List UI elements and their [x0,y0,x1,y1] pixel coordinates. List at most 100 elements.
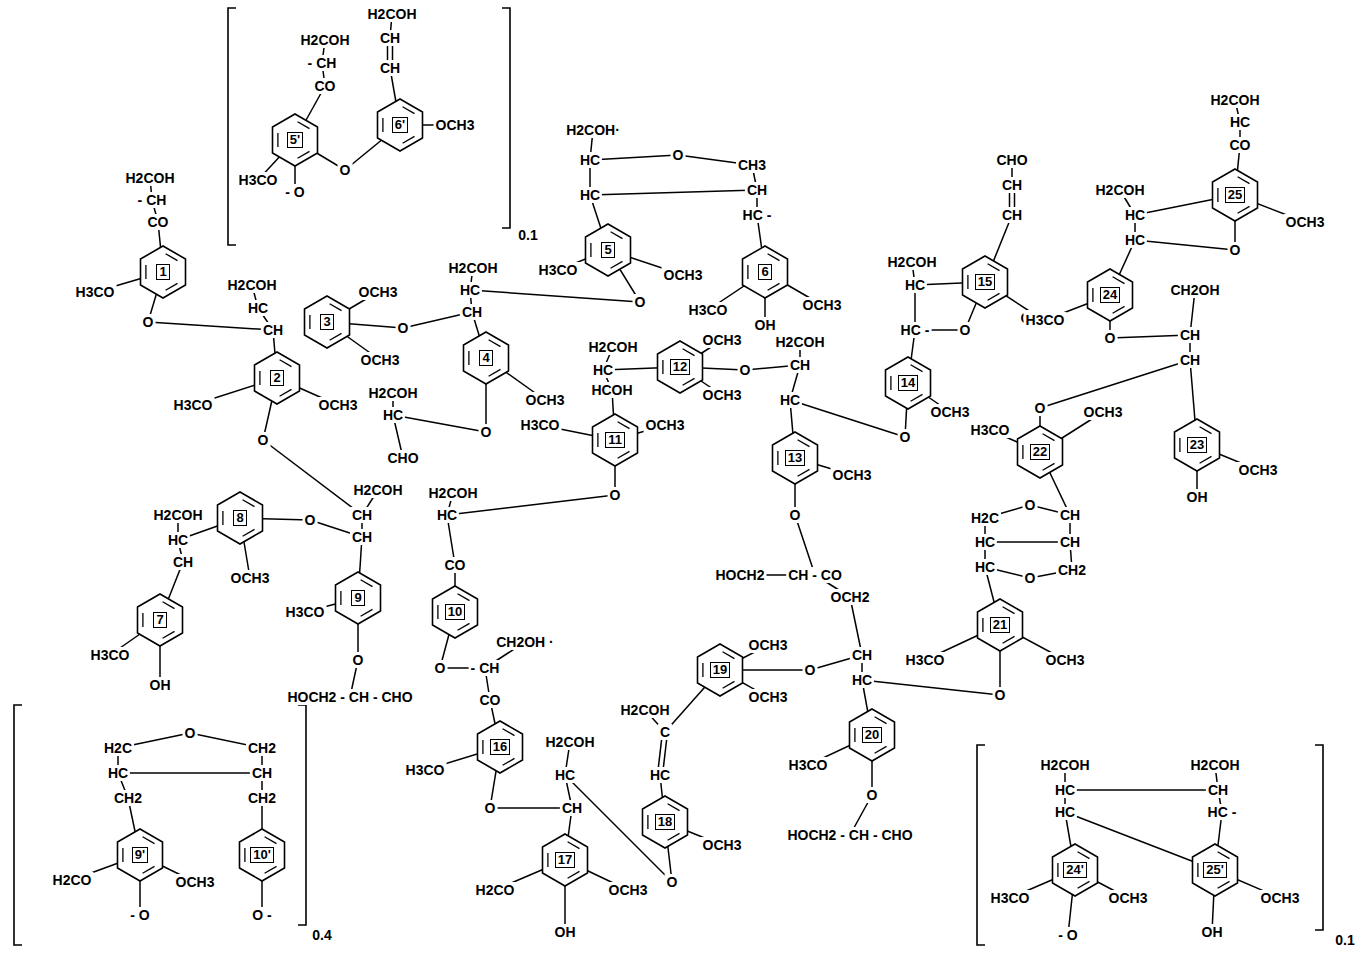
atom-label: H2COH [618,702,671,718]
atom-label: O [1033,400,1048,416]
ring-number: 14 [898,375,918,391]
atom-label: CO [478,692,503,708]
atom-label: H3CO [989,890,1032,906]
atom-label: OCH3 [662,267,705,283]
atom-label: OCH3 [607,882,650,898]
atom-label: HC [973,534,997,550]
atom-label: HC [246,300,270,316]
ring-node: 4 [461,330,511,386]
ring-node: 7 [135,592,185,648]
ring-number: 1 [156,264,169,280]
ring-node: 17 [540,832,590,888]
atom-label: O [633,294,648,310]
atom-label: H3CO [1024,312,1067,328]
atom-label: HC [850,672,874,688]
atom-label: 0.1 [516,227,539,243]
atom-label: OH [1200,924,1225,940]
atom-label: CH [250,765,274,781]
ring-node: 1 [138,244,188,300]
ring-number: 8 [233,510,246,526]
atom-label: OCH3 [644,417,687,433]
bond-line [263,440,362,515]
atom-label: OCH3 [229,570,272,586]
ring-number: 9 [351,590,364,606]
atom-label: H2COH [1038,757,1091,773]
ring-number: 24 [1100,287,1120,303]
atom-label: HC [458,282,482,298]
atom-label: H2COH [151,507,204,523]
atom-label: H3CO [969,422,1012,438]
bond-line [1065,789,1218,791]
bracket [14,705,22,945]
atom-label: CH2 [246,740,278,756]
atom-label: HC - [899,322,932,338]
ring-node: 13 [770,430,820,486]
ring-number: 2 [270,370,283,386]
atom-label: H3CO [687,302,730,318]
atom-label: CH [1058,507,1082,523]
atom-label: HC [1053,804,1077,820]
atom-label: HC [973,559,997,575]
ring-number: 15 [975,274,995,290]
ring-number: 16 [490,739,510,755]
atom-label: CH [171,554,195,570]
atom-label: H2COH [366,385,419,401]
atom-label: OCH3 [747,637,790,653]
ring-node: 9 [333,570,383,626]
bond-line [590,190,757,195]
ring-node: 21 [975,597,1025,653]
atom-label: OCH3 [701,387,744,403]
atom-label: O [256,432,271,448]
atom-label: CHO [385,450,420,466]
atom-label: HC [648,767,672,783]
atom-label: H3CO [284,604,327,620]
atom-label: HC [106,765,130,781]
bond-line [862,680,1000,695]
atom-label: CH [1178,327,1202,343]
ring-number: 25 [1225,187,1245,203]
atom-label: HC [1123,232,1147,248]
atom-label: H3CO [172,397,215,413]
ring-node: 2 [252,350,302,406]
atom-label: HOCH2 - CH - CHO [785,827,914,843]
atom-label: CH [745,182,769,198]
atom-label: HC - [741,207,774,223]
atom-label: O [303,512,318,528]
ring-number: 6 [758,264,771,280]
atom-label: CH2OH [1168,282,1221,298]
atom-label: H3CO [537,262,580,278]
atom-label: H3CO [904,652,947,668]
atom-label: CH [1000,177,1024,193]
ring-number: 3 [320,314,333,330]
atom-label: HOCH2 - CH - CHO [285,689,414,705]
atom-label: CH [788,357,812,373]
atom-label: O [865,787,880,803]
atom-label: CH2 [1056,562,1088,578]
atom-label: HC [1228,114,1252,130]
ring-number: 22 [1030,444,1050,460]
atom-label: O [351,652,366,668]
ring-number: 10' [250,847,274,863]
atom-label: H3CO [519,417,562,433]
ring-node: 15 [960,254,1010,310]
atom-label: CH [1206,782,1230,798]
atom-label: CH2OH · [494,634,556,650]
atom-label: O [1103,330,1118,346]
atom-label: O - [250,907,273,923]
ring-number: 5' [287,132,303,148]
ring-number: 13 [785,450,805,466]
ring-node: 25' [1190,842,1240,898]
atom-label: CO [146,214,171,230]
atom-label: O [665,874,680,890]
atom-label: OCH3 [1044,652,1087,668]
atom-label: H3CO [74,284,117,300]
ring-number: 20 [862,727,882,743]
atom-label: - O [1056,927,1079,943]
atom-label: O [671,147,686,163]
ring-node: 25 [1210,167,1260,223]
atom-label: O [738,362,753,378]
atom-label: OCH3 [701,837,744,853]
atom-label: O [433,660,448,676]
atom-label: H3CO [89,647,132,663]
atom-label: HOCH2 [713,567,766,583]
